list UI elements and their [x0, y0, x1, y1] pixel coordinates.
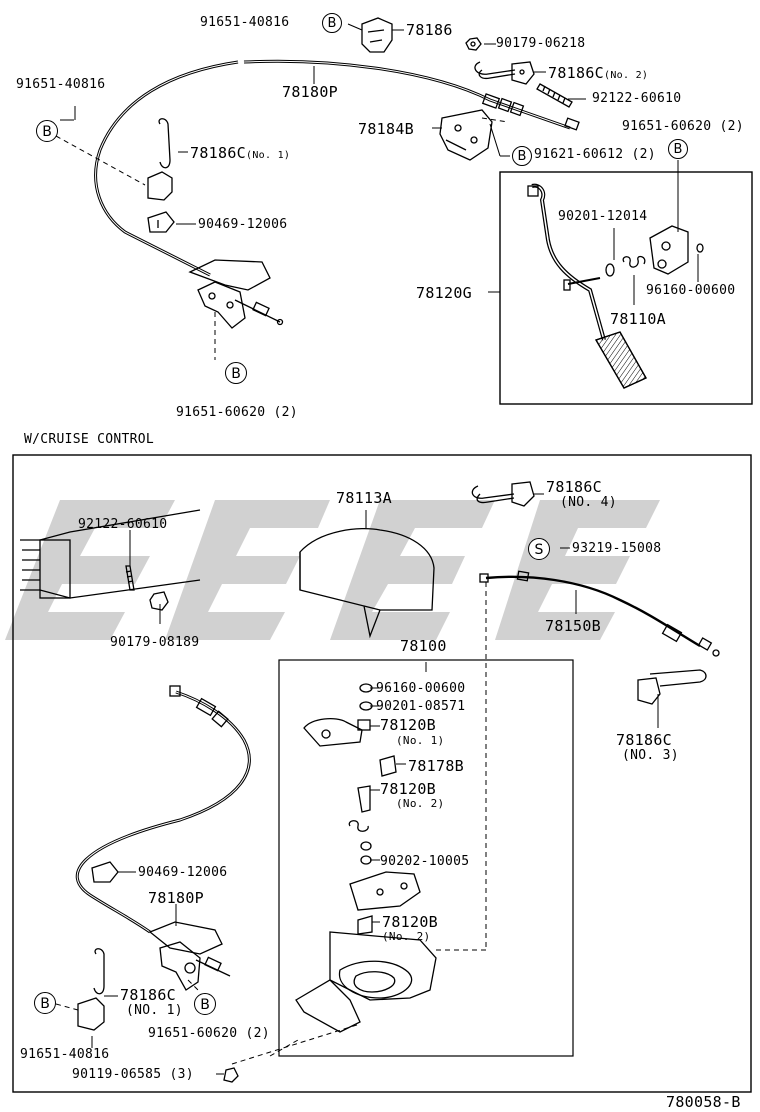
label-90201-08571: 90201-08571 [376, 699, 466, 714]
cable-bracket-top [188, 259, 284, 329]
marker-b-bracket-bottom: B [194, 993, 216, 1015]
label-90469-12006-top: 90469-12006 [198, 217, 288, 232]
bracket-78184b [439, 109, 493, 161]
cruise-control-box [12, 454, 752, 1093]
spring-pedal [622, 255, 646, 268]
label-78120b-no2-tag: (No. 2) [396, 797, 445, 810]
label-78186c-no4-tag: (NO. 4) [560, 495, 617, 510]
label-78186c-no3: 78186C [616, 731, 672, 749]
dash-leaders-top [55, 117, 509, 360]
leader-lines-top [60, 23, 699, 305]
label-78120b-no1-tag: (No. 1) [396, 734, 445, 747]
clip-96160-00600 [696, 243, 704, 253]
leader-lines-bottom [91, 493, 659, 1075]
cruise-cable-78150b [485, 575, 701, 648]
accelerator-cable-top [94, 60, 239, 277]
label-78186c-no2: 78186C(No. 2) [548, 65, 648, 84]
watermark-logo [5, 500, 660, 640]
label-90179-06218: 90179-06218 [496, 36, 586, 51]
label-90119-06585-3: 90119-06585 (3) [72, 1067, 194, 1082]
marker-b-pedal: B [668, 139, 688, 159]
marker-b-clip-bottom: B [34, 992, 56, 1014]
label-78120b-no2-lower-tag: (No. 2) [382, 930, 431, 943]
clip-78186c-no1-bottom [77, 948, 105, 1031]
drawing-id: 780058-B [666, 1093, 741, 1111]
label-91651-40816-a: 91651-40816 [200, 15, 290, 30]
label-91651-40816-left: 91651-40816 [16, 77, 106, 92]
bolt-92122-60610-top [536, 83, 573, 108]
marker-b-left: B [36, 120, 58, 142]
clip-90469-12006-bottom [91, 861, 119, 883]
cable-end-fitting-top [481, 93, 580, 131]
accelerator-pedal-inset-box [499, 171, 753, 405]
label-78178b: 78178B [408, 757, 464, 775]
marker-s: S [528, 538, 550, 560]
label-91651-40816-bottom: 91651-40816 [20, 1047, 110, 1062]
label-78180p-top: 78180P [282, 83, 338, 101]
label-78180p-bottom: 78180P [148, 889, 204, 907]
label-96160-00600-bottom: 96160-00600 [376, 681, 466, 696]
clamp-78186-top [361, 17, 393, 53]
marker-b-78184b: B [512, 146, 532, 166]
label-91621-60612-2: 91621-60612 (2) [534, 147, 656, 162]
marker-b-bottom-top: B [225, 362, 247, 384]
label-92122-60610-top: 92122-60610 [592, 91, 682, 106]
section-title-cruise-control: W/CRUISE CONTROL [24, 432, 155, 447]
label-78186c-no1-top-tag: (No. 1) [246, 150, 291, 161]
label-78186c-no1-bottom-tag: (NO. 1) [126, 1003, 183, 1018]
label-78186c-no2-num: 78186C [548, 64, 604, 82]
label-78186: 78186 [406, 21, 453, 39]
label-78113a: 78113A [336, 489, 392, 507]
nut-90179-08189 [149, 591, 169, 611]
label-91651-60620-2-bottom: 91651-60620 (2) [148, 1026, 270, 1041]
clamp-78186c-no4 [471, 481, 535, 507]
cover-78113a [299, 527, 435, 639]
label-96160-00600-top: 96160-00600 [646, 283, 736, 298]
pedal-bracket-78110a [649, 225, 689, 275]
label-78186c-no1-top: 78186C(No. 1) [190, 145, 290, 164]
label-90469-12006-bottom: 90469-12006 [138, 865, 228, 880]
label-91651-60620-2-top: 91651-60620 (2) [622, 119, 744, 134]
bolt-90119-06585 [223, 1067, 239, 1083]
label-93219-15008: 93219-15008 [572, 541, 662, 556]
label-78186c-no1-bottom: 78186C [120, 986, 176, 1004]
label-78184b: 78184B [358, 120, 414, 138]
cable-fitting-bottom [169, 685, 229, 728]
dash-leaders-bottom [55, 582, 487, 1065]
bolt-92122-60610-bottom [125, 565, 135, 591]
label-78120b-no1: 78120B [380, 716, 436, 734]
label-78186c-no2-tag: (No. 2) [604, 70, 649, 81]
label-78120b-no2-lower: 78120B [382, 913, 438, 931]
engine-component-left [20, 509, 201, 599]
label-90202-10005: 90202-10005 [380, 854, 470, 869]
label-78186c-no4: 78186C [546, 478, 602, 496]
label-90201-12014: 90201-12014 [558, 209, 648, 224]
label-90179-08189: 90179-08189 [110, 635, 200, 650]
clip-90469-12006-top [147, 211, 175, 233]
label-78120g: 78120G [416, 284, 472, 302]
label-78110a: 78110A [610, 310, 666, 328]
label-78186c-no1-top-num: 78186C [190, 144, 246, 162]
clamp-78186c-no3 [637, 669, 707, 705]
clamp-78186c-no2 [474, 61, 535, 85]
nut-90179-06218 [465, 37, 482, 51]
label-92122-60610-bottom: 92122-60610 [78, 517, 168, 532]
label-78186c-no3-tag: (NO. 3) [622, 748, 679, 763]
bracket-78180p-bottom [148, 921, 231, 991]
label-78150b: 78150B [545, 617, 601, 635]
label-91651-60620-2-left: 91651-60620 (2) [176, 405, 298, 420]
marker-b-bolt-top: B [322, 13, 342, 33]
clip-78186c-no1-top [147, 118, 173, 201]
label-78120b-no2: 78120B [380, 780, 436, 798]
actuator-parts [295, 683, 437, 1033]
accelerator-pedal-78120g [527, 183, 647, 389]
actuator-assembly-box-78100 [278, 659, 574, 1057]
washer-90201-12014 [605, 263, 615, 277]
label-78100: 78100 [400, 637, 447, 655]
cruise-cable-fittings [479, 570, 720, 657]
